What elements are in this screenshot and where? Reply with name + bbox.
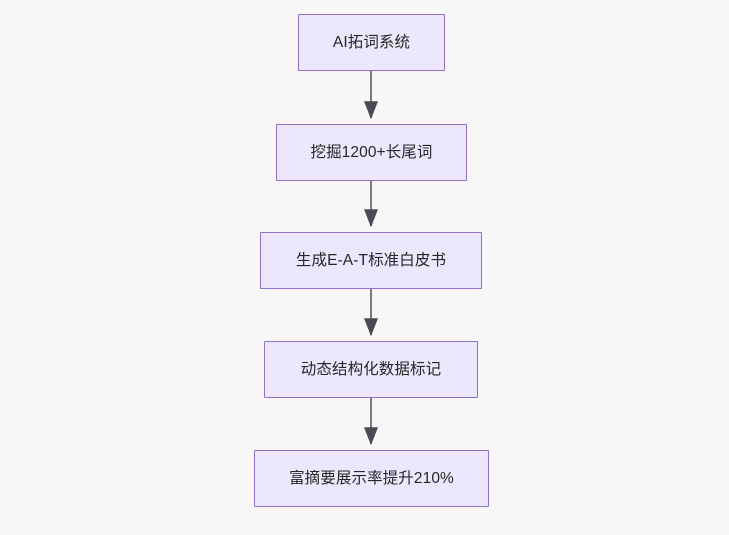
- flow-node-label: 挖掘1200+长尾词: [310, 143, 433, 161]
- flow-node-dynamic-structured-data-markup[interactable]: 动态结构化数据标记: [264, 341, 478, 398]
- flow-node-mine-longtail-keywords[interactable]: 挖掘1200+长尾词: [276, 124, 467, 181]
- flow-node-label: 生成E-A-T标准白皮书: [295, 251, 447, 269]
- flow-node-label: 动态结构化数据标记: [300, 360, 442, 378]
- flow-node-rich-snippet-rate-increase[interactable]: 富摘要展示率提升210%: [254, 450, 489, 507]
- flow-node-ai-keyword-system[interactable]: AI拓词系统: [298, 14, 445, 71]
- flow-node-generate-eat-whitepaper[interactable]: 生成E-A-T标准白皮书: [260, 232, 482, 289]
- flow-node-label: AI拓词系统: [332, 33, 411, 51]
- flow-node-label: 富摘要展示率提升210%: [289, 469, 454, 487]
